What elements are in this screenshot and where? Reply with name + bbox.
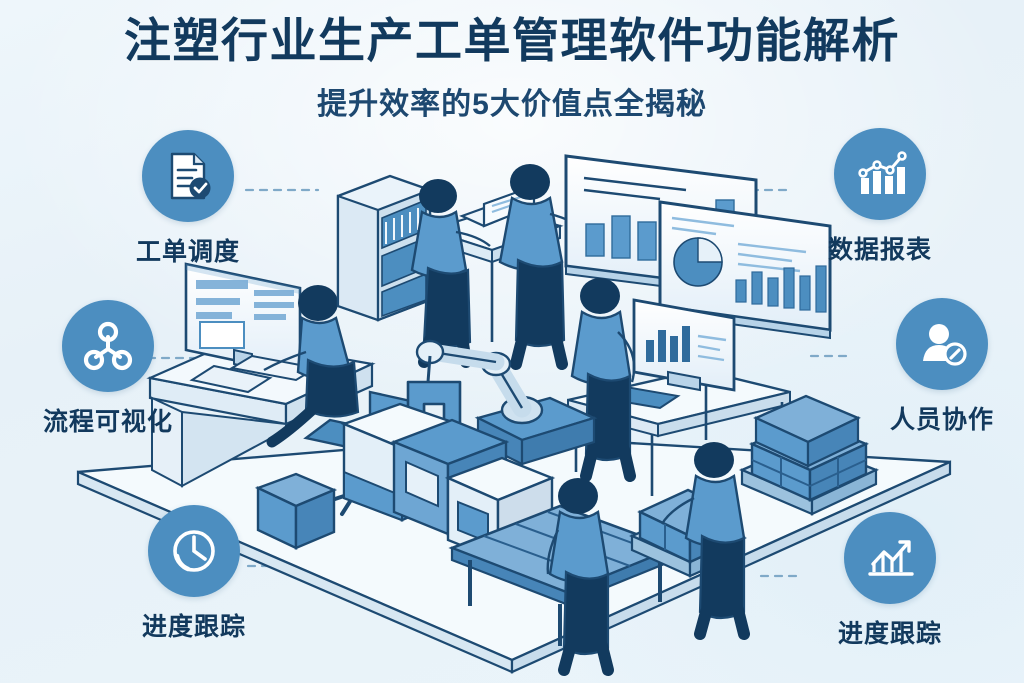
feature-data-reports[interactable]: 数据报表 — [790, 128, 970, 266]
page-title: 注塑行业生产工单管理软件功能解析 — [124, 14, 900, 67]
feature-label: 流程可视化 — [42, 408, 173, 436]
standing-worker-wall-display — [498, 164, 585, 370]
feature-icon-disc — [142, 130, 234, 222]
feature-icon-disc — [834, 128, 926, 220]
office-desk-workstation — [146, 262, 426, 516]
bar-line-chart-icon — [858, 151, 907, 194]
document-check-icon — [170, 152, 211, 200]
injection-molding-machine — [340, 402, 556, 562]
storage-rack — [336, 174, 432, 322]
feature-label: 进度跟踪 — [837, 620, 942, 648]
feature-label: 进度跟踪 — [141, 613, 246, 641]
node-network-icon — [83, 321, 133, 371]
trending-up-chart-icon — [868, 540, 914, 576]
feature-work-order-scheduling[interactable]: 工单调度 — [98, 130, 278, 268]
pallet-boxes-large — [738, 394, 880, 516]
worker-at-conveyor — [546, 478, 614, 676]
feature-icon-disc — [148, 505, 240, 597]
feature-icon-disc — [844, 512, 936, 604]
feature-icon-disc — [896, 298, 988, 390]
feature-staff-collaboration[interactable]: 人员协作 — [852, 298, 1024, 436]
header: 注塑行业生产工单管理软件功能解析 提升效率的5大价值点全揭秘 — [0, 14, 1024, 123]
worker-moving-pallet — [660, 442, 750, 640]
feature-process-visualization[interactable]: 流程可视化 — [18, 300, 198, 438]
feature-progress-tracking-right[interactable]: 进度跟踪 — [800, 512, 980, 650]
loose-box — [254, 472, 338, 550]
feature-label: 数据报表 — [827, 236, 932, 264]
user-badge-icon — [923, 324, 967, 366]
feature-icon-disc — [62, 300, 154, 392]
dashboard-pie-chart — [673, 237, 723, 287]
feature-label: 工单调度 — [135, 238, 240, 266]
feature-label: 人员协作 — [889, 406, 994, 434]
page-subtitle: 提升效率的5大价值点全揭秘 — [317, 87, 707, 121]
feature-progress-tracking-left[interactable]: 进度跟踪 — [104, 505, 284, 643]
clock-icon — [173, 530, 215, 572]
